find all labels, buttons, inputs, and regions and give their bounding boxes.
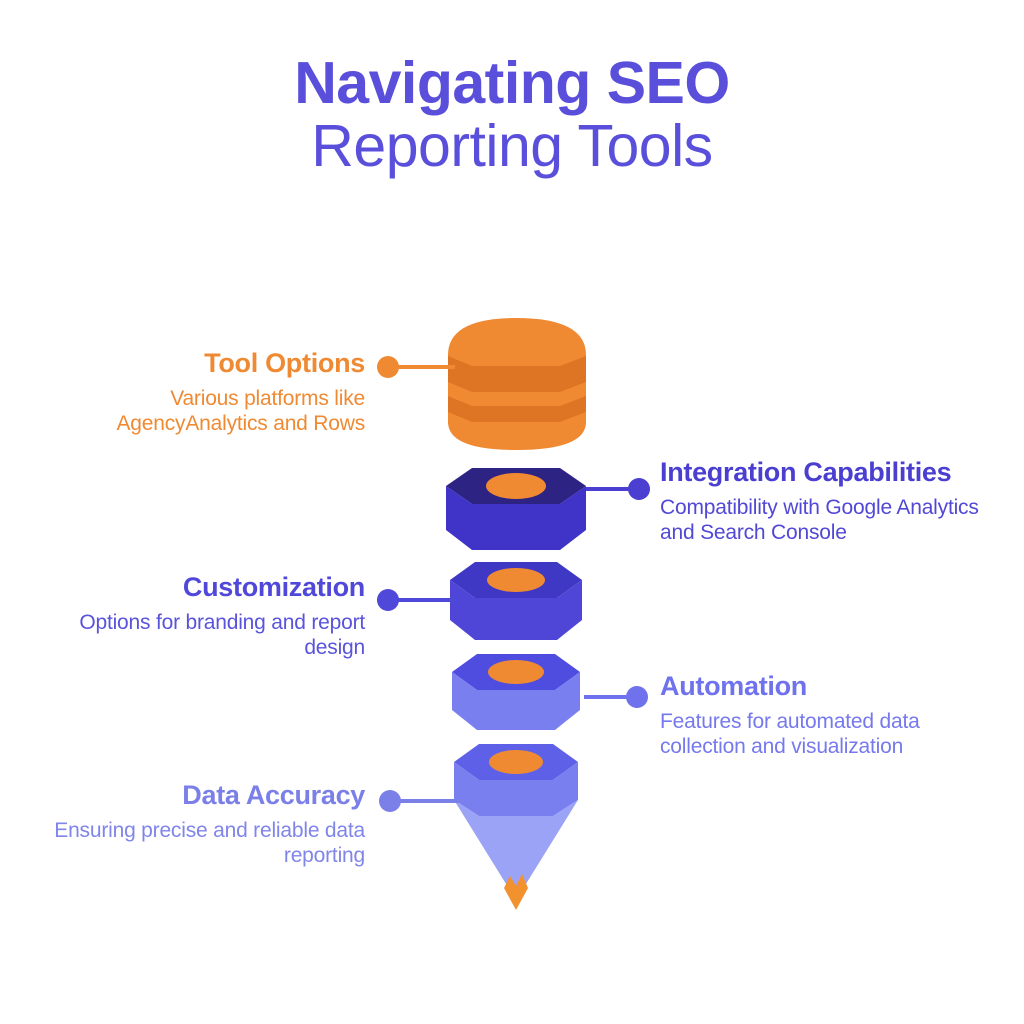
funnel-segment-ring-indigo bbox=[450, 562, 582, 640]
item-data-accuracy[interactable]: Data Accuracy Ensuring precise and relia… bbox=[20, 780, 365, 869]
item-desc-customization: Options for branding and report design bbox=[79, 610, 365, 660]
item-desc-automation: Features for automated data collection a… bbox=[660, 709, 920, 759]
connector-line bbox=[395, 598, 457, 602]
item-title-automation: Automation bbox=[660, 671, 807, 701]
funnel-segment-ring-violet bbox=[452, 654, 580, 730]
title-line-1: Navigating SEO bbox=[294, 50, 730, 116]
item-automation[interactable]: Automation Features for automated data c… bbox=[660, 671, 1000, 760]
layered-funnel-diagram bbox=[420, 300, 620, 920]
connector-dot bbox=[379, 790, 401, 812]
connector-dot bbox=[377, 356, 399, 378]
connector-line bbox=[584, 695, 636, 699]
item-tool-options[interactable]: Tool Options Various platforms like Agen… bbox=[20, 348, 366, 437]
item-desc-integration-capabilities: Compatibility with Google Analytics and … bbox=[660, 495, 979, 545]
item-title-integration-capabilities: Integration Capabilities bbox=[660, 457, 952, 487]
connector-line bbox=[397, 799, 461, 803]
funnel-segment-ring-navy bbox=[446, 468, 586, 550]
funnel-segment-drum-orange bbox=[448, 318, 586, 450]
connector-dot bbox=[377, 589, 399, 611]
connector-dot bbox=[628, 478, 650, 500]
item-desc-tool-options: Various platforms like AgencyAnalytics a… bbox=[116, 386, 366, 436]
title-line-2: Reporting Tools bbox=[311, 112, 713, 179]
connector-line bbox=[395, 365, 455, 369]
connector-line bbox=[586, 487, 638, 491]
item-desc-data-accuracy: Ensuring precise and reliable data repor… bbox=[54, 818, 365, 868]
item-title-data-accuracy: Data Accuracy bbox=[182, 780, 365, 810]
item-integration-capabilities[interactable]: Integration Capabilities Compatibility w… bbox=[660, 457, 995, 546]
item-title-customization: Customization bbox=[182, 572, 365, 602]
item-title-tool-options: Tool Options bbox=[204, 348, 365, 378]
connector-dot bbox=[626, 686, 648, 708]
funnel-segment-cone bbox=[454, 744, 578, 910]
item-customization[interactable]: Customization Options for branding and r… bbox=[20, 572, 365, 661]
page-title: Navigating SEO Reporting Tools bbox=[0, 52, 1024, 177]
